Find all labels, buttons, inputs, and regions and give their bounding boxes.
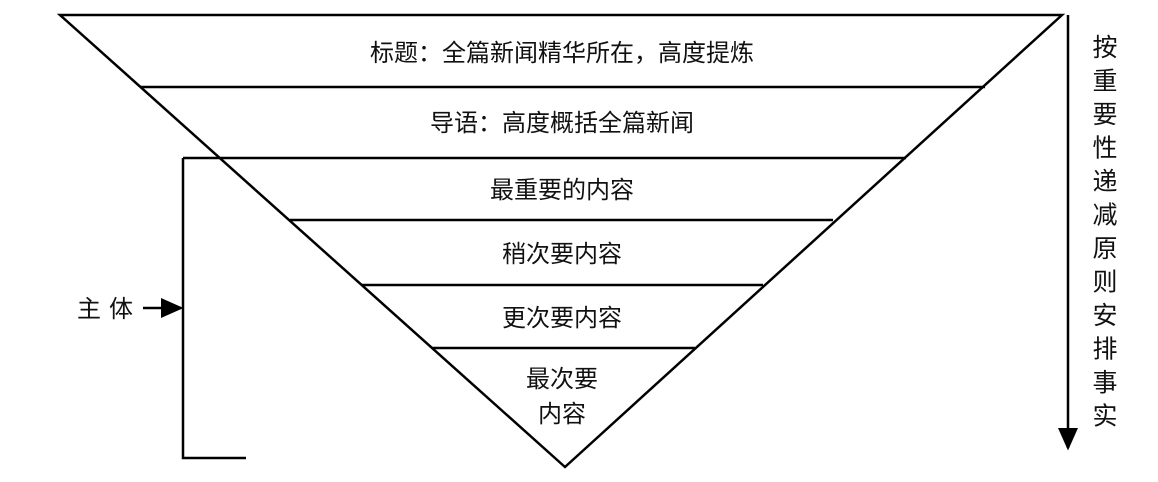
principle-char: 事 (1092, 368, 1117, 397)
inverted-triangle (56, 13, 1066, 469)
layer-least-important-line1: 最次要 (526, 365, 598, 393)
principle-char: 按 (1092, 33, 1117, 62)
layer-lead: 导语：高度概括全篇新闻 (430, 109, 694, 137)
body-label: 主体 (77, 295, 141, 323)
principle-char: 递 (1092, 167, 1117, 196)
principle-char: 排 (1092, 335, 1117, 364)
layer-most-important: 最重要的内容 (490, 176, 634, 204)
layer-least-important-line2: 内容 (538, 400, 586, 428)
layer-less-important: 稍次要内容 (502, 240, 622, 268)
principle-char: 减 (1092, 201, 1117, 230)
principle-char: 实 (1092, 402, 1117, 431)
layer-headline: 标题：全篇新闻精华所在，高度提炼 (370, 39, 754, 67)
principle-char: 要 (1092, 100, 1117, 129)
layer-even-less-important: 更次要内容 (502, 304, 622, 332)
body-bracket (181, 158, 246, 460)
principle-char: 则 (1092, 268, 1117, 297)
principle-char: 性 (1092, 134, 1117, 163)
principle-char: 安 (1092, 301, 1117, 330)
principle-char: 重 (1092, 67, 1117, 96)
principle-char: 原 (1092, 234, 1117, 263)
